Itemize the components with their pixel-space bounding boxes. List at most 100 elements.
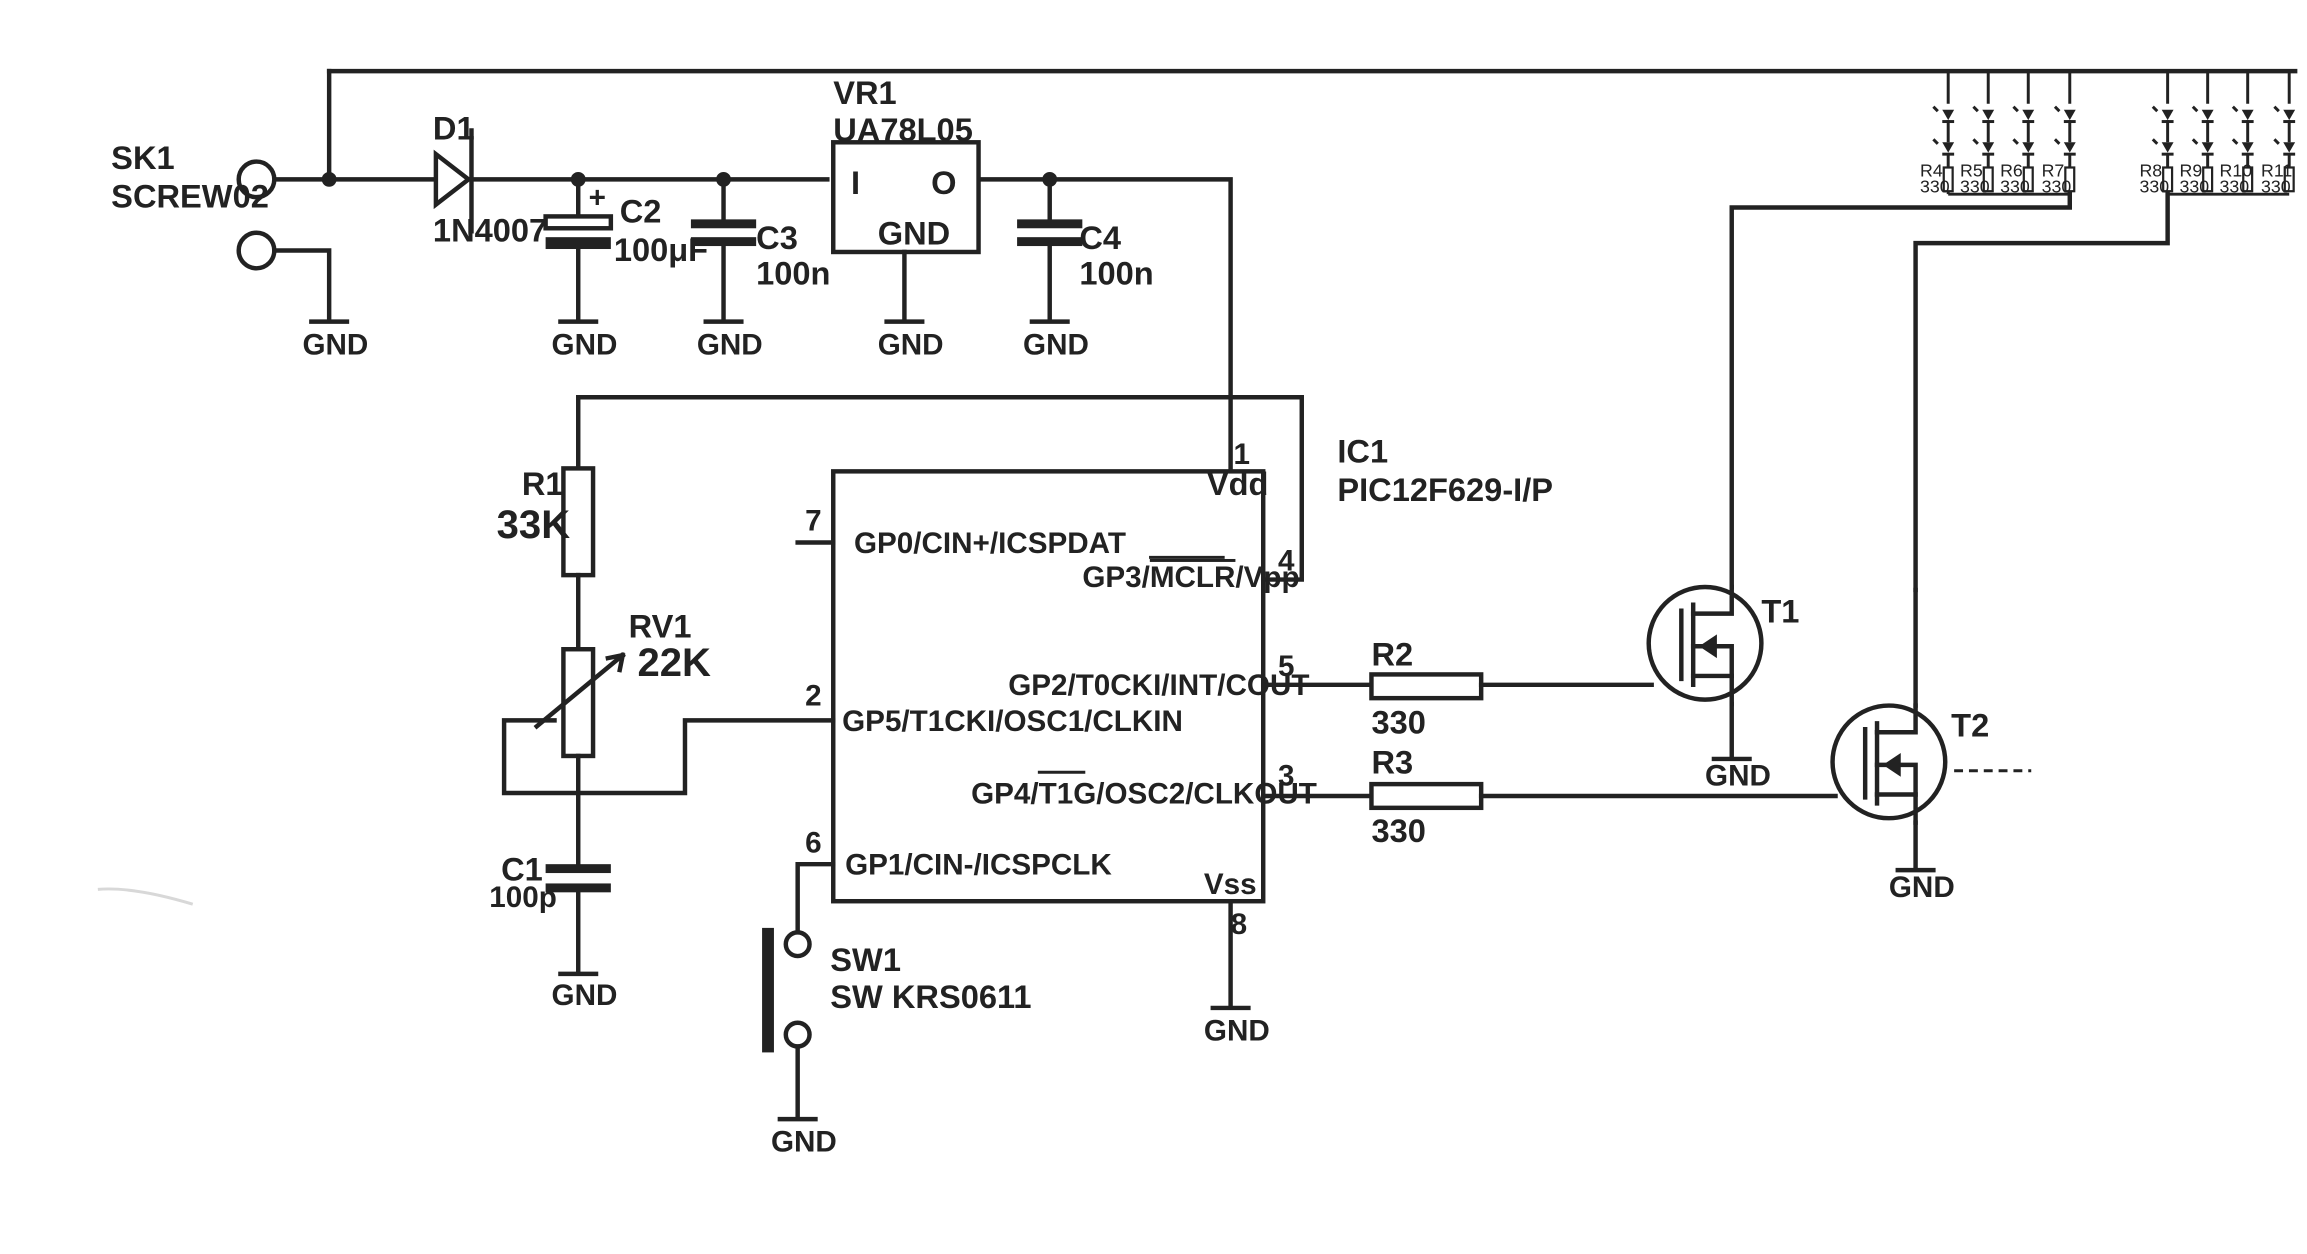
r3-value: 330 [1371,812,1425,849]
c2-value: 100μF [614,231,708,268]
ground-symbol: GND [552,971,618,1012]
sk1-terminal-2 [236,230,277,271]
led-resistor-value: 330 [2261,177,2291,197]
t2-ref: T2 [1951,707,1989,744]
ic1-pin2-name: GP5/T1CKI/OSC1/CLKIN [842,705,1183,738]
c4-plate [1017,219,1083,229]
ic1-microcontroller: IC1 PIC12F629-I/P 1 Vdd 7 GP0/CIN+/ICSPD… [501,395,1553,1048]
sk1-connector: SK1 SCREW02 [111,139,332,321]
c1-plate [545,864,611,874]
ground-symbol: GND [1705,756,1771,793]
ground-symbol: GND [771,1116,837,1159]
led-icon [2201,142,2214,153]
ic1-pin6-number: 6 [805,826,821,859]
sw1-actuator [762,927,774,1053]
c1-ref: C1 [501,850,543,887]
c2-capacitor: + C2 100μF [543,177,708,321]
ic1-pin8-number: 8 [1231,908,1247,941]
led-icon [2161,142,2174,153]
led-icon [2241,109,2254,121]
d1-value: 1N4007 [433,212,547,249]
led-resistor [2283,166,2295,193]
gnd-label: GND [1023,328,1089,361]
ic1-ref: IC1 [1337,432,1388,469]
junction-dot [321,171,337,187]
ic1-pin7-number: 7 [805,505,821,538]
ic1-pin4-number: 4 [1278,545,1295,578]
gnd-label: GND [302,328,368,361]
gnd-label: GND [1204,1015,1270,1048]
gnd-label: GND [771,1126,837,1159]
led-icon [2022,142,2035,153]
sk1-value: SCREW02 [111,178,269,215]
c4-capacitor: C4 100n [1017,177,1154,321]
c4-plate [1017,237,1083,247]
led-icon [1942,142,1955,153]
vr1-pin-gnd: GND [878,215,950,252]
c2-plate-positive [543,214,614,231]
c3-plate [690,219,757,229]
c2-ref: C2 [620,192,662,229]
sw1-ref: SW1 [830,941,901,978]
vr1-pin-out: O [931,164,956,201]
d1-diode: D1 1N4007 [433,109,547,248]
r1-ref: R1 [522,465,564,502]
vr1-regulator: VR1 UA78L05 I O GND [831,74,981,321]
led-resistor-value: 330 [1920,177,1950,197]
c4-ref: C4 [1079,219,1121,256]
led-resistor [2022,166,2034,193]
led-icon [2283,109,2296,121]
c1-plate [545,883,611,893]
led-resistor-ref: R10 [2220,160,2253,180]
led-resistor-ref: R8 [2139,160,2162,180]
led-resistor [1982,166,1994,193]
sk1-terminal-1 [236,159,277,200]
ic1-pin6-name: GP1/CIN-/ICSPCLK [845,849,1112,882]
output-drivers: R2 330 R3 330 T1 GND [1369,191,2170,904]
ic1-pin3-name: GP4/T1G/OSC2/CLKOUT [971,777,1317,810]
vr1-pin-in: I [851,164,860,201]
r3-ref: R3 [1371,744,1413,781]
gnd-label: GND [552,979,618,1012]
ic1-pin8-name: Vss [1204,868,1257,901]
t2-mosfet: T2 GND [1830,191,2170,904]
r3-resistor [1369,781,1484,811]
led-array: R4330R5330R6330R7330R8330R9330R10330R113… [1920,71,2296,197]
led-resistor-value: 330 [2179,177,2209,197]
ic1-body [831,469,1266,904]
t1-ref: T1 [1761,593,1799,630]
ground-symbol: GND [302,319,368,361]
led-resistor-ref: R7 [2042,160,2065,180]
led-icon [2283,142,2296,153]
led-icon [2241,142,2254,153]
led-resistor-ref: R5 [1960,160,1983,180]
led-resistor-value: 330 [2220,177,2250,197]
led-resistor-ref: R9 [2179,160,2202,180]
led-resistor-value: 330 [2000,177,2030,197]
c1-value: 100p [489,881,557,914]
gnd-label: GND [878,328,944,361]
gnd-label: GND [1705,760,1771,793]
led-icon [1982,142,1995,153]
vr1-ref: VR1 [833,74,896,111]
c3-ref: C3 [756,219,798,256]
led-icon [2161,109,2174,121]
ic1-pin2-number: 2 [805,680,821,713]
led-resistor-value: 330 [1960,177,1990,197]
ground-symbol: GND [1023,319,1089,361]
c3-value: 100n [756,255,830,292]
led-icon [2063,109,2076,121]
r2-resistor [1369,672,1484,701]
ic1-pin1-name: Vdd [1207,465,1269,502]
rv1-adjust-arrow [533,652,626,730]
ic1-pin4-name: GP3/MCLR/Vpp [1082,561,1299,594]
sw1-value: SW KRS0611 [830,978,1031,1015]
rv1-ref: RV1 [629,607,692,644]
ic1-pin5-number: 5 [1278,650,1294,683]
led-icon [2063,142,2076,153]
c3-capacitor: C3 100n [690,177,830,321]
sk1-ref: SK1 [111,139,174,176]
ic1-pin5-name: GP2/T0CKI/INT/COUT [1008,669,1309,702]
gnd-label: GND [552,328,618,361]
